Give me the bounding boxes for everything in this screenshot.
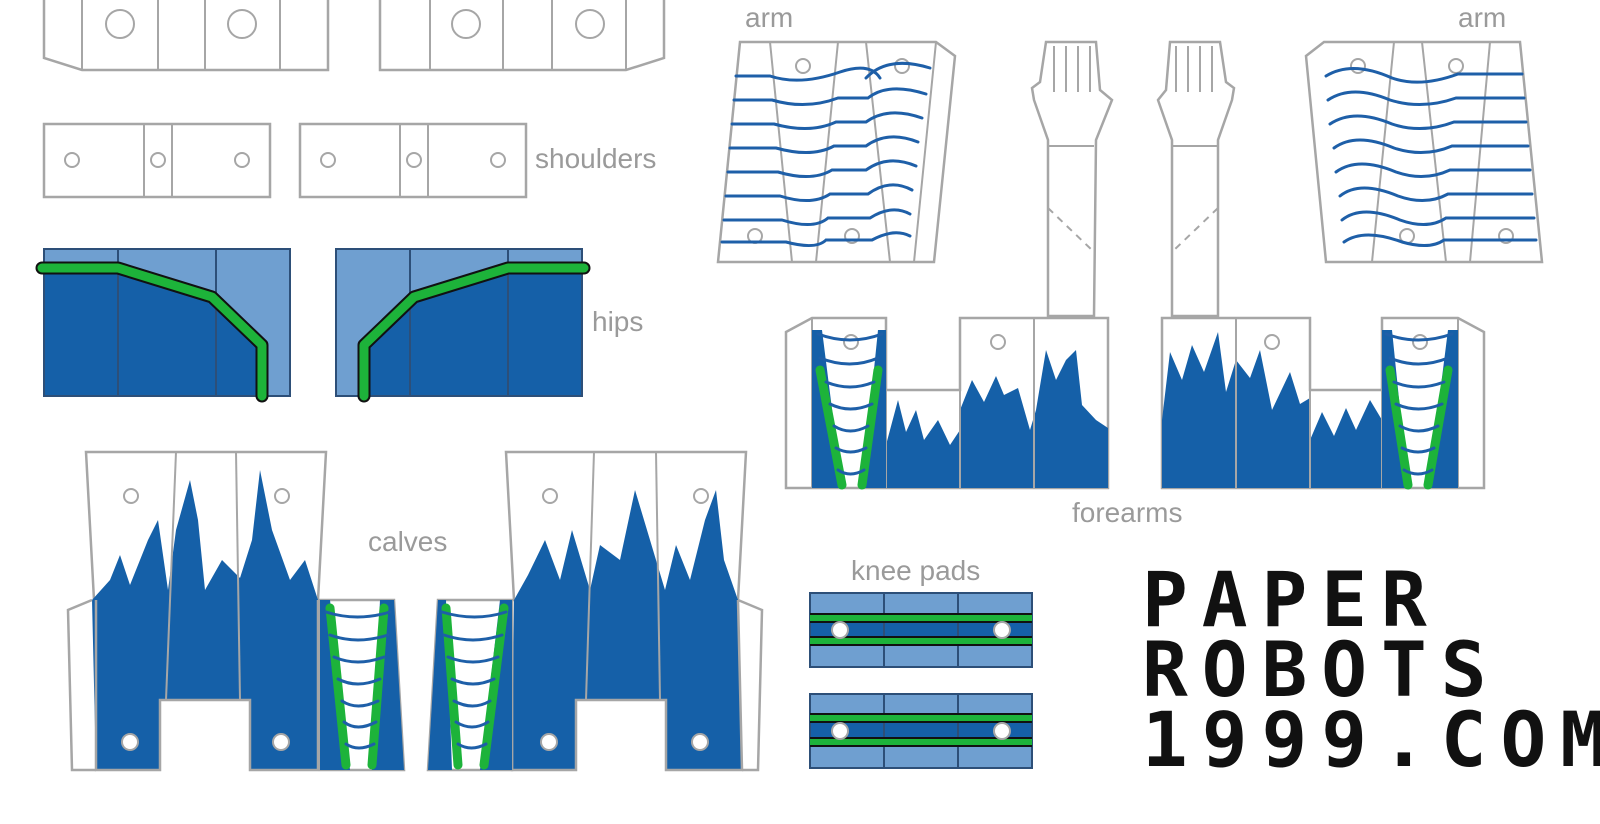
hand-right — [1156, 40, 1236, 318]
calves-label: calves — [368, 526, 447, 557]
forearm-piece-left — [784, 316, 1110, 490]
hip-piece-right — [335, 248, 591, 403]
arm-right-label: arm — [1458, 2, 1506, 33]
hand-left — [1030, 40, 1114, 318]
arm-piece-left — [716, 40, 957, 264]
arm-piece-right — [1304, 40, 1544, 264]
top-right-piece — [378, 0, 666, 72]
logo-line-3: 1999.COM — [1142, 695, 1600, 784]
shoulders-label: shoulders — [535, 143, 656, 174]
calf-piece-right — [426, 450, 764, 772]
logo-line-2: ROBOTS — [1142, 625, 1501, 714]
paper-robots-logo: PAPER ROBOTS 1999.COM — [1142, 555, 1600, 784]
knee-pad-top — [809, 592, 1033, 668]
hips-label: hips — [592, 306, 643, 337]
forearm-piece-right — [1160, 316, 1486, 490]
calf-piece-left — [66, 450, 406, 772]
knee-pads-label: knee pads — [851, 555, 980, 586]
hip-piece-left — [35, 248, 291, 403]
forearms-label: forearms — [1072, 497, 1182, 528]
knee-pad-bottom — [809, 693, 1033, 769]
shoulder-piece-right — [298, 122, 528, 199]
shoulder-piece-left — [42, 122, 272, 199]
logo-line-1: PAPER — [1142, 555, 1441, 644]
arm-left-label: arm — [745, 2, 793, 33]
top-left-piece — [42, 0, 330, 72]
